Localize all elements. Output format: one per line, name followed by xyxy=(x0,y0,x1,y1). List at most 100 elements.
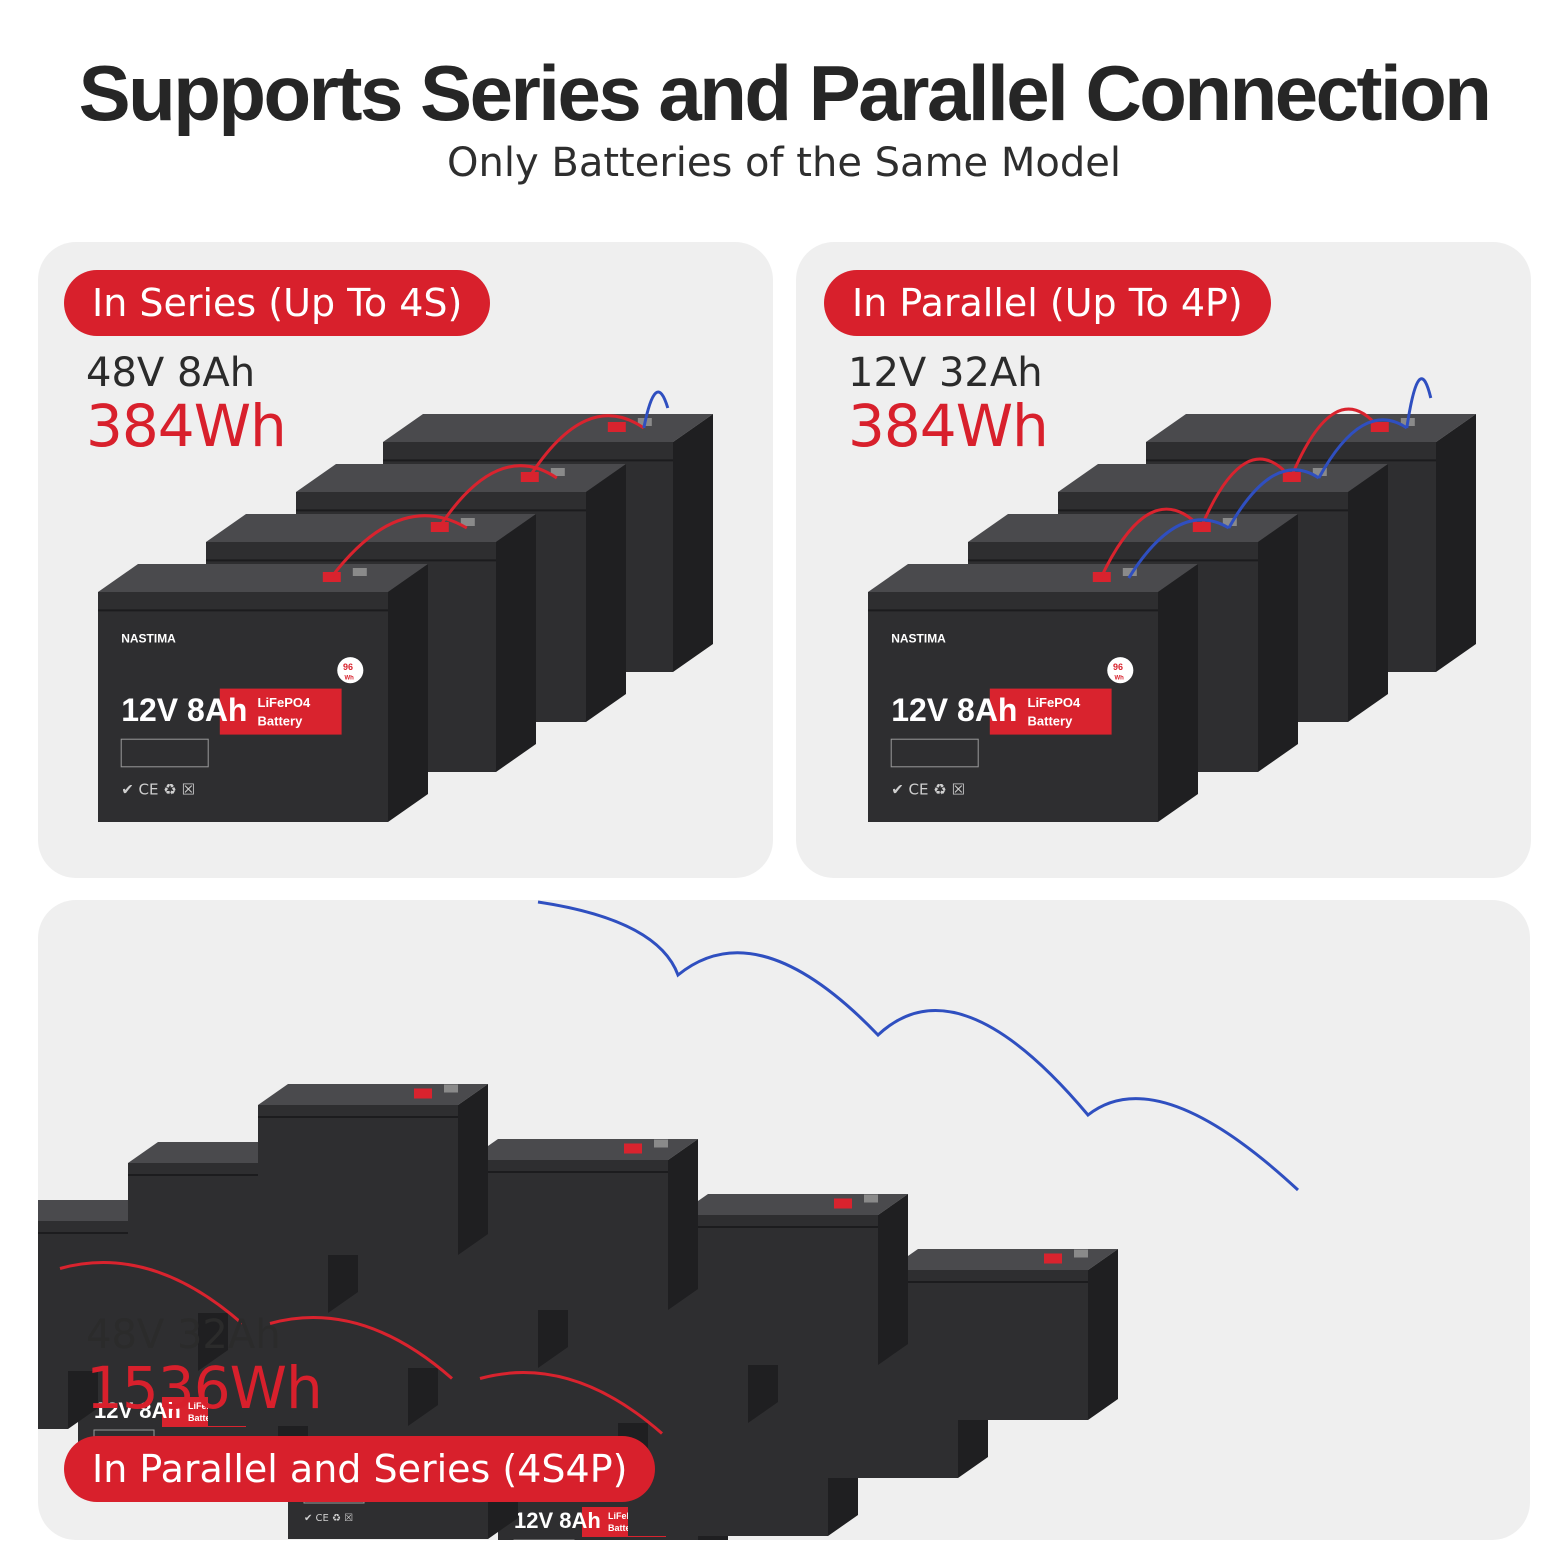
wire xyxy=(642,390,670,429)
battery-terminal-negative xyxy=(1122,568,1137,576)
battery-terminal-positive xyxy=(414,1088,432,1099)
battery-type: Battery xyxy=(608,1523,639,1533)
battery xyxy=(258,1084,488,1255)
battery xyxy=(678,1194,908,1365)
battery xyxy=(468,1139,698,1310)
wire xyxy=(329,514,468,579)
wire xyxy=(1317,418,1408,479)
battery-side xyxy=(586,464,626,722)
battery-terminal-negative xyxy=(864,1194,878,1203)
battery-wh-badge xyxy=(337,657,364,684)
wire xyxy=(527,414,645,479)
page-title: Supports Series and Parallel Connection xyxy=(78,49,1492,137)
battery-type: Battery xyxy=(258,713,304,728)
battery-chemistry: LiFePO4 xyxy=(188,1401,225,1411)
battery-wh-badge xyxy=(1107,657,1134,684)
battery-side xyxy=(673,414,713,672)
wire xyxy=(479,1371,663,1435)
battery-front xyxy=(888,1270,1088,1420)
battery-side xyxy=(1436,414,1476,672)
battery-side xyxy=(1348,464,1388,722)
wire xyxy=(1227,468,1320,529)
battery-voltage: 12V 8Ah xyxy=(891,692,1017,728)
battery-front xyxy=(468,1160,668,1310)
battery-brand: NASTIMA xyxy=(121,632,176,646)
battery-front xyxy=(678,1215,878,1365)
battery-side xyxy=(668,1139,698,1310)
page-subtitle: Only Batteries of the Same Model xyxy=(447,140,1121,186)
battery-top xyxy=(296,464,626,492)
wire xyxy=(1199,457,1292,529)
battery-badge-unit: Wh xyxy=(1115,675,1125,681)
battery-terminal-negative xyxy=(352,568,367,576)
battery-chemistry: LiFePO4 xyxy=(608,1511,645,1521)
battery-red-stripe xyxy=(989,688,1112,735)
combo-pill: In Parallel and Series (4S4P) xyxy=(64,1436,656,1502)
battery-cert-icons: ✔ CE ♻ ☒ xyxy=(121,780,195,798)
wire xyxy=(59,1261,243,1325)
battery-front xyxy=(258,1105,458,1255)
battery-terminal-negative xyxy=(1074,1249,1088,1258)
battery-type: Battery xyxy=(1028,713,1074,728)
battery-side xyxy=(496,514,536,772)
battery-terminal-negative xyxy=(444,1084,458,1093)
battery-type: Battery xyxy=(188,1413,219,1423)
battery-terminal-positive xyxy=(624,1143,642,1154)
battery-voltage: 12V 8Ah xyxy=(514,1508,601,1533)
parallel-energy: 384Wh xyxy=(848,392,1049,460)
wire xyxy=(437,464,558,529)
wire xyxy=(1289,407,1380,479)
battery-warning-box xyxy=(890,738,979,768)
wire xyxy=(269,1316,453,1380)
battery-side xyxy=(1158,564,1198,822)
battery-side xyxy=(878,1194,908,1365)
battery-side xyxy=(458,1084,488,1255)
battery-terminal-positive xyxy=(607,422,626,432)
wire-blue-bus xyxy=(537,900,1300,1192)
battery-chemistry: LiFePO4 xyxy=(258,695,312,710)
battery-chemistry: LiFePO4 xyxy=(1028,695,1082,710)
battery-voltage: 12V 8Ah xyxy=(94,1398,181,1423)
battery-side xyxy=(1258,514,1298,772)
battery xyxy=(888,1249,1118,1420)
battery-side xyxy=(1088,1249,1118,1420)
series-spec: 48V 8Ah xyxy=(86,350,256,396)
battery-badge-value: 96 xyxy=(343,662,353,672)
parallel-spec: 12V 32Ah xyxy=(848,350,1043,396)
combo-spec: 48V 32Ah xyxy=(86,1312,281,1358)
battery-terminal-negative xyxy=(1222,518,1237,526)
battery-top xyxy=(868,564,1198,592)
battery-voltage: 12V 8Ah xyxy=(121,692,247,728)
battery-terminal-negative xyxy=(460,518,475,526)
battery-side xyxy=(388,564,428,822)
battery-terminal-negative xyxy=(1312,468,1327,476)
battery-cert-icons: ✔ CE ♻ ☒ xyxy=(304,1513,353,1524)
battery-brand: NASTIMA xyxy=(891,632,946,646)
battery-terminal-negative xyxy=(654,1139,668,1148)
series-energy: 384Wh xyxy=(86,392,287,460)
battery-badge-value: 96 xyxy=(1113,662,1123,672)
battery-warning-box xyxy=(120,738,209,768)
battery-terminal-negative xyxy=(550,468,565,476)
parallel-pill: In Parallel (Up To 4P) xyxy=(824,270,1271,336)
combo-energy: 1536Wh xyxy=(86,1354,323,1422)
wire xyxy=(1127,518,1230,579)
battery-top xyxy=(383,414,713,442)
battery-terminal-positive xyxy=(1044,1253,1062,1264)
battery-badge-unit: Wh xyxy=(345,675,355,681)
wire xyxy=(1099,507,1202,579)
series-pill: In Series (Up To 4S) xyxy=(64,270,491,336)
battery-top xyxy=(98,564,428,592)
